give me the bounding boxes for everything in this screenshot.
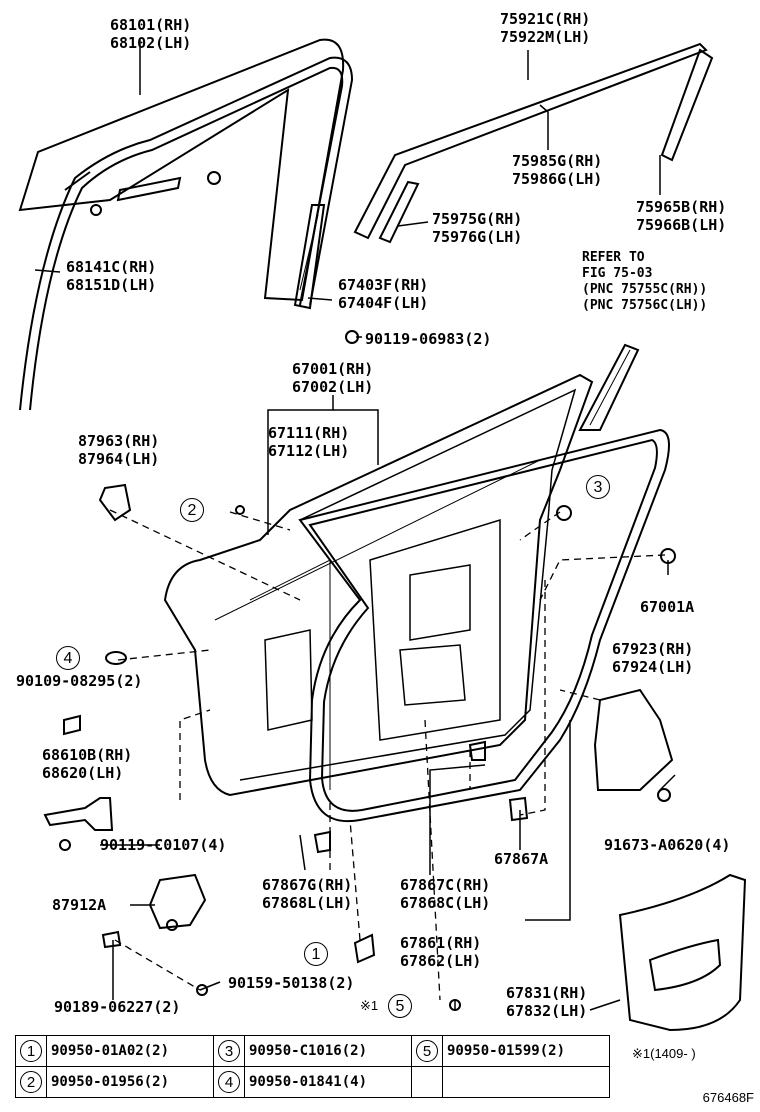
legend-part: 90950-01841(4) [244,1066,412,1098]
label-90119-c0107: 90119-C0107(4) [100,836,227,854]
door-trim-panel [618,873,747,1032]
door-glass [18,38,345,302]
footnote-marker: ※1 [360,998,379,1013]
figure-id: 676468F [702,1090,754,1105]
callout-1: 1 [304,942,328,966]
label-67867a: 67867A [494,850,549,868]
label-68101: 68101(RH)68102(LH) [110,16,192,52]
parts-legend-table: 1 90950-01A02(2) 3 90950-C1016(2) 5 9095… [15,1035,610,1098]
door-check [43,797,114,831]
hinge-cover [98,483,132,522]
label-67867g: 67867G(RH)67868L(LH) [262,876,353,912]
outer-moulding [353,42,708,240]
label-67923: 67923(RH)67924(LH) [612,640,694,676]
label-67867c: 67867C(RH)67868C(LH) [400,876,491,912]
label-75921: 75921C(RH)75922M(LH) [500,10,591,46]
label-90119-06983: 90119-06983(2) [365,330,492,348]
legend-part: 90950-01A02(2) [46,1035,214,1067]
label-87912a: 87912A [52,896,107,914]
label-68141: 68141C(RH)68151D(LH) [66,258,157,294]
callout-5: 5 [388,994,412,1018]
label-90189-06227: 90189-06227(2) [54,998,181,1016]
glass-run [19,56,354,411]
label-87963: 87963(RH)87964(LH) [78,432,160,468]
legend-part: 90950-C1016(2) [244,1035,412,1067]
legend-num: 3 [218,1040,240,1062]
callout-4: 4 [56,646,80,670]
door-weatherstrip [298,428,670,823]
pillar-moulding [660,48,714,162]
legend-row: 2 90950-01956(2) 4 90950-01841(4) [15,1066,610,1098]
label-90159-50138: 90159-50138(2) [228,974,355,992]
legend-num: 5 [416,1040,438,1062]
legend-part: 90950-01599(2) [442,1035,610,1067]
note-text: ※1(1409- ) [632,1046,696,1061]
callout-3: 3 [586,475,610,499]
legend-part: 90950-01956(2) [46,1066,214,1098]
label-68610: 68610B(RH)68620(LH) [42,746,133,782]
label-67861: 67861(RH)67862(LH) [400,934,482,970]
label-75975: 75975G(RH)75976G(LH) [432,210,523,246]
label-90109-08295: 90109-08295(2) [16,672,143,690]
armrest-bracket [593,688,674,791]
label-67831: 67831(RH)67832(LH) [506,984,588,1020]
legend-num: 2 [20,1071,42,1093]
legend-num: 4 [218,1071,240,1093]
label-67001a: 67001A [640,598,695,616]
label-67001: 67001(RH)67002(LH) [292,360,374,396]
glass-bracket [116,176,182,202]
label-67111: 67111(RH)67112(LH) [268,424,350,460]
label-75985: 75985G(RH)75986G(LH) [512,152,603,188]
legend-num: 1 [20,1040,42,1062]
legend-row: 1 90950-01A02(2) 3 90950-C1016(2) 5 9095… [15,1035,610,1067]
label-75965: 75965B(RH)75966B(LH) [636,198,727,234]
callout-2: 2 [180,498,204,522]
label-67403: 67403F(RH)67404F(LH) [338,276,429,312]
label-91673-a0620: 91673-A0620(4) [604,836,731,854]
handle-bezel [148,873,207,930]
